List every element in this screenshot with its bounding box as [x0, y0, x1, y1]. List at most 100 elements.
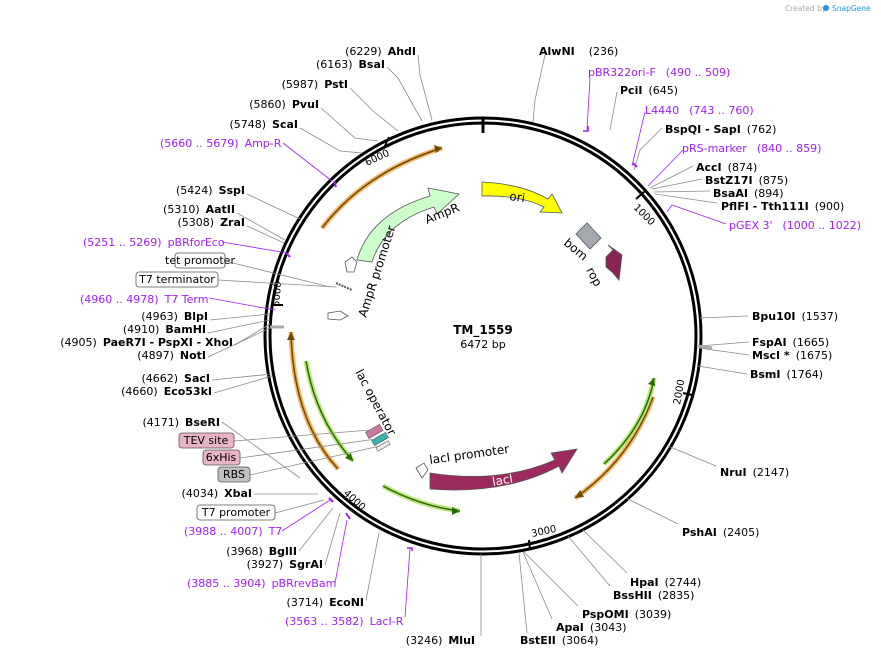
primer-label[interactable]: (3885 .. 3904)pBRrevBam [187, 577, 336, 590]
primer-label[interactable]: (4960 .. 4978)T7 Term [80, 293, 208, 306]
feature-leader [233, 429, 371, 442]
site-label[interactable]: PshAI(2405) [682, 526, 759, 539]
primer-leader [647, 149, 684, 187]
site-label[interactable]: BspQI - SapI(762) [665, 123, 776, 136]
feature-box [178, 432, 235, 449]
ruler-tick [682, 392, 693, 396]
site-leader [320, 107, 379, 142]
site-leader [236, 212, 286, 241]
primer-leader [631, 111, 646, 167]
site-leader [417, 54, 433, 121]
feature-leader [217, 279, 337, 288]
rbs-feature[interactable] [375, 440, 391, 452]
site-label[interactable]: PspOMI(3039) [582, 608, 671, 621]
primer-label[interactable]: L4440(743 .. 760) [645, 104, 754, 117]
primer-leader [281, 499, 331, 532]
site-label[interactable]: (3246)MluI [406, 634, 475, 647]
ampr-feature[interactable] [356, 187, 460, 263]
primer-label[interactable]: (5251 .. 5269)pBRforEco [83, 236, 225, 249]
site-label[interactable]: (4660)Eco53kI [121, 385, 212, 398]
site-leader [522, 551, 553, 620]
laci-promoter-feature[interactable] [415, 462, 429, 479]
site-label[interactable]: Bpu10I(1537) [752, 310, 838, 323]
primer-label[interactable]: (3563 .. 3582)LacI-R [285, 615, 404, 628]
site-label[interactable]: PflFI - Tth111I(900) [721, 200, 844, 213]
site-label[interactable]: (5310)AatII [163, 203, 235, 216]
orf-arrowhead [345, 453, 353, 461]
site-label[interactable]: BstEII(3064) [520, 634, 598, 647]
site-leader [633, 127, 663, 171]
site-label[interactable]: (4171)BseRI [142, 416, 220, 429]
primer-label[interactable]: pBR322ori-F(490 .. 509) [588, 66, 730, 79]
plasmid-size: 6472 bp [460, 338, 505, 351]
site-label[interactable]: (5987)PstI [282, 78, 348, 91]
orf-arrowhead [452, 507, 460, 515]
ampr-promoter-feature[interactable] [344, 256, 358, 273]
site-label[interactable]: (4034)XbaI [182, 487, 252, 500]
site-label[interactable]: (4910)BamHI [123, 323, 206, 336]
tev-site-feature[interactable] [365, 423, 384, 439]
site-label[interactable]: (4897)NotI [137, 349, 206, 362]
site-label[interactable]: NruI(2147) [720, 466, 789, 479]
primer-mark [583, 126, 589, 132]
site-label[interactable]: BsaAI(894) [713, 187, 784, 200]
site-label[interactable]: (5424)SspI [176, 184, 245, 197]
site-label[interactable]: BssHII(2835) [613, 589, 694, 602]
rop-label: rop [583, 265, 605, 289]
site-leader [532, 54, 546, 123]
feature-leader [224, 260, 331, 288]
t7-promoter-box-label[interactable]: T7 promoter [201, 506, 271, 519]
site-leader [221, 421, 301, 479]
site-label[interactable]: FspAI(1665) [752, 336, 829, 349]
site-leader [298, 507, 334, 552]
site-label[interactable]: AccI(874) [696, 161, 757, 174]
ring-marks [270, 162, 713, 520]
his-tag-box-label[interactable]: 6xHis [206, 451, 237, 464]
bom-feature[interactable] [575, 222, 602, 250]
site-label[interactable]: HpaI(2744) [630, 576, 701, 589]
primer-label[interactable]: (3988 .. 4007)T7 [184, 525, 282, 538]
rop-feature[interactable] [605, 244, 623, 281]
site-label[interactable]: ApaI(3043) [556, 621, 626, 634]
site-label[interactable]: AlwNI(236) [539, 45, 618, 58]
feature-box [135, 271, 219, 288]
primer-label[interactable]: pRS-marker(840 .. 859) [682, 142, 821, 155]
site-leader [213, 375, 273, 394]
primer-leader [334, 519, 348, 584]
primers: pBR322ori-F(490 .. 509) L4440(743 .. 760… [80, 66, 861, 628]
site-label[interactable]: (3968)BglII [226, 545, 297, 558]
site-label[interactable]: MscI *(1675) [752, 349, 832, 362]
tet-promoter-box-label[interactable]: tet promoter [165, 254, 235, 267]
primer-leader [404, 547, 411, 618]
orf-arrowhead [648, 378, 655, 386]
site-label[interactable]: BstZ17I(875) [705, 174, 788, 187]
site-leader [649, 165, 694, 189]
his-tag-feature[interactable] [371, 431, 389, 447]
primer-label[interactable]: pGEX 3'(1000 .. 1022) [729, 219, 861, 232]
site-label[interactable]: (4963)BlpI [141, 310, 208, 323]
tev-site-box-label[interactable]: TEV site [183, 434, 229, 447]
site-label[interactable]: (5748)ScaI [229, 118, 298, 131]
site-label[interactable]: BsmI(1764) [750, 368, 823, 381]
ruler-label: 2000 [672, 379, 687, 406]
ruler-tick [635, 190, 646, 200]
primer-label[interactable]: (5660 .. 5679)Amp-R [160, 137, 282, 150]
site-label[interactable]: (5308)ZraI [178, 216, 246, 229]
site-label[interactable]: (6229)AhdI [345, 45, 416, 58]
feature-box [174, 252, 226, 269]
rbs-box-label[interactable]: RBS [223, 468, 245, 481]
boxed-feature-labels: tet promoter T7 terminator TEV site 6xHi… [135, 252, 381, 521]
site-label[interactable]: (4905)PaeR7I - PspXI - XhoI [60, 336, 233, 349]
site-label[interactable]: (3927)SgrAI [247, 558, 323, 571]
site-label[interactable]: (6163)BsaI [316, 58, 385, 71]
site-label[interactable]: (3714)EcoNI [287, 596, 364, 609]
ori-feature[interactable] [481, 181, 563, 214]
backbone-outer [263, 116, 703, 556]
laci-feature[interactable] [429, 448, 578, 491]
site-label[interactable]: (4662)SacI [141, 372, 210, 385]
site-label[interactable]: (5860)PvuI [249, 98, 319, 111]
site-label[interactable]: PciI(645) [620, 84, 678, 97]
t7-terminator-box-label[interactable]: T7 terminator [138, 273, 215, 286]
